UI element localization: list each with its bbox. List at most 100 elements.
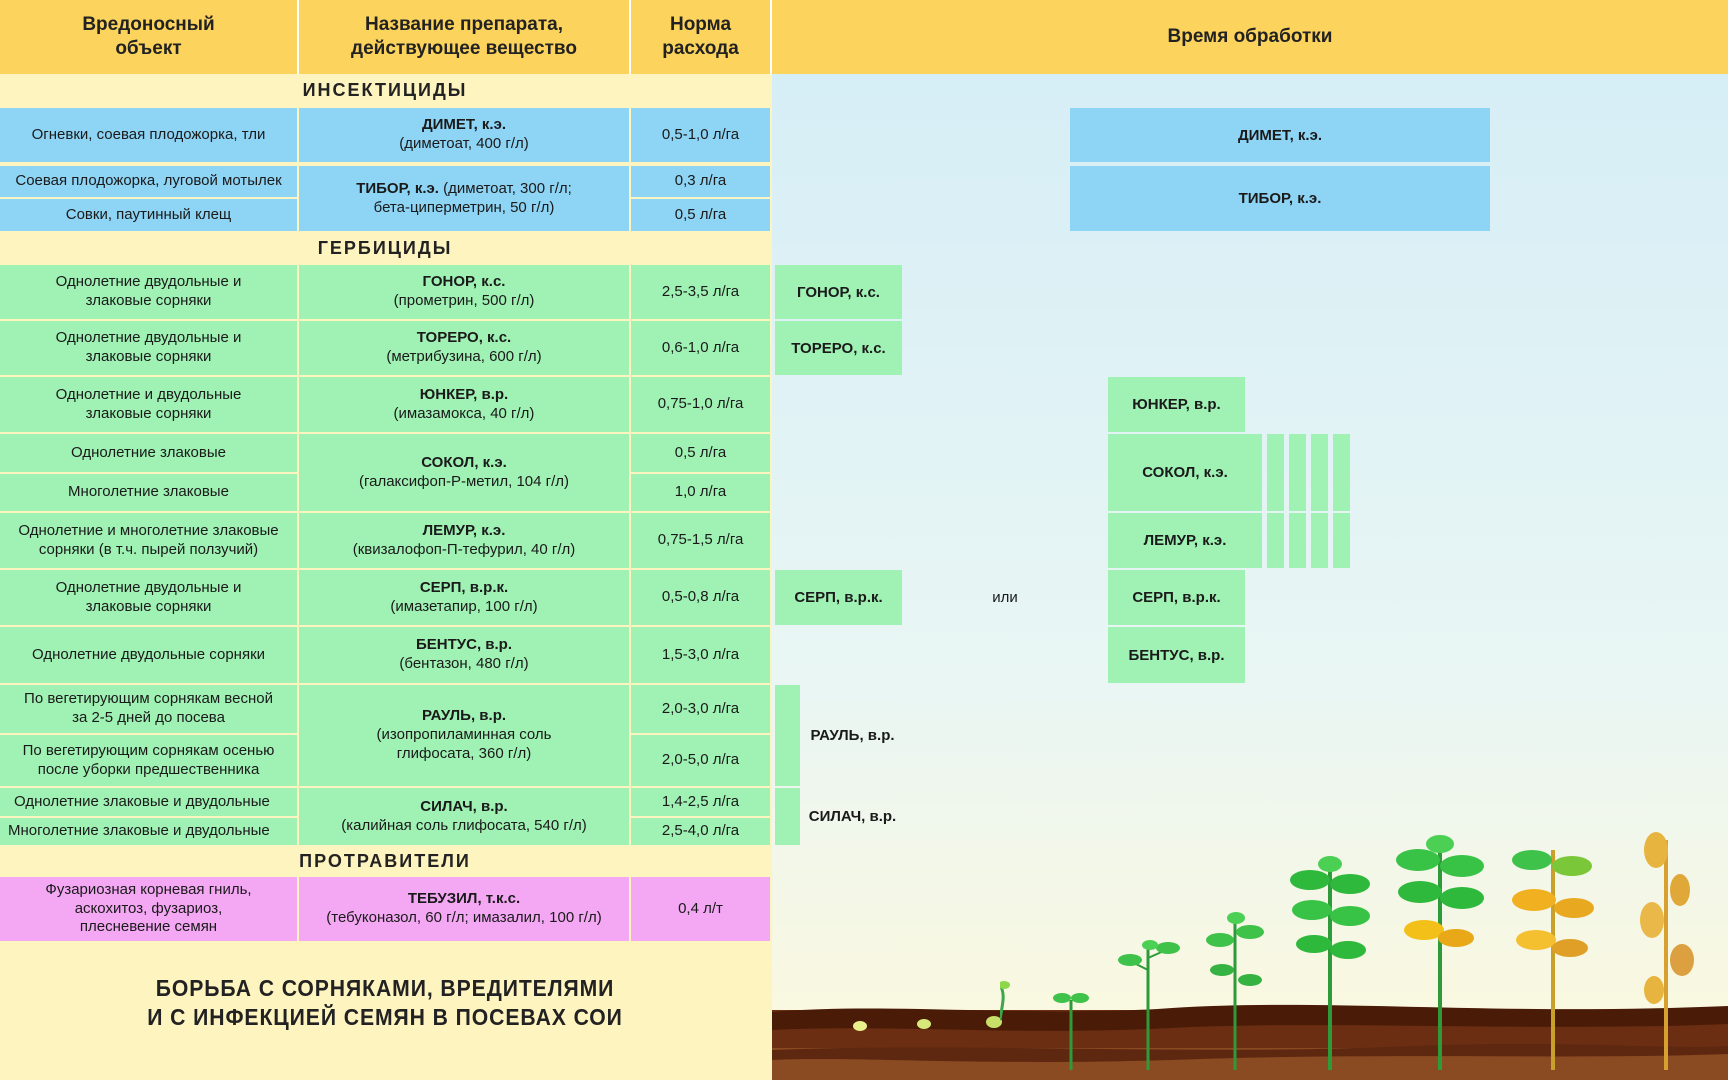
junker-product: ЮНКЕР, в.р. (имазамокса, 40 г/л) [299, 377, 629, 432]
lemur-extension-stripe [1311, 513, 1328, 568]
torero-object: Однолетние двудольные и злаковые сорняки [0, 321, 297, 375]
product-name: БЕНТУС, в.р. [416, 636, 512, 654]
title-line-2: И С ИНФЕКЦИЕЙ СЕМЯН В ПОСЕВАХ СОИ [147, 1004, 623, 1030]
timeline-bar-bentus: БЕНТУС, в.р. [1108, 627, 1245, 683]
product-name: СИЛАЧ, в.р. [420, 797, 508, 815]
dimet-object: Огневки, соевая плодожорка, тли [0, 108, 297, 162]
raul-object-1: По вегетирующим сорнякам весной за 2-5 д… [0, 685, 297, 733]
timeline-bar-lemur: ЛЕМУР, к.э. [1108, 513, 1262, 568]
tibor-rate-1: 0,3 л/га [631, 166, 770, 197]
lemur-extension-stripe [1289, 513, 1306, 568]
soil-illustration [772, 1004, 1728, 1080]
lemur-extension-stripe [1333, 513, 1350, 568]
tibor-object-2: Совки, паутинный клещ [0, 199, 297, 231]
header-product: Название препарата, действующее вещество [351, 14, 577, 59]
raul-object-2: По вегетирующим сорнякам осенью после уб… [0, 735, 297, 786]
silach-object-1: Однолетние злаковые и двудольные [0, 788, 297, 816]
product-substance: глифосата, 360 г/л) [396, 744, 532, 762]
timeline-bar-raul-label: РАУЛЬ, в.р. [810, 727, 895, 744]
junker-rate: 0,75-1,0 л/га [631, 377, 770, 432]
product-substance: (имазамокса, 40 г/л) [393, 404, 535, 422]
silach-object-2: Многолетние злаковые и двудольные [0, 818, 297, 845]
product-name: СОКОЛ, к.э. [421, 453, 507, 471]
product-substance: (прометрин, 500 г/л) [393, 292, 535, 309]
product-substance: (тебуконазол, 60 г/л; имазалил, 100 г/л) [326, 909, 602, 926]
product-name: ГОНОР, к.с. [422, 273, 506, 291]
serp-rate: 0,5-0,8 л/га [631, 570, 770, 625]
torero-rate: 0,6-1,0 л/га [631, 321, 770, 375]
section-herbicides: ГЕРБИЦИДЫ [317, 237, 453, 258]
dimet-product: ДИМЕТ, к.э. (диметоат, 400 г/л) [299, 108, 629, 162]
timeline-bar-tibor: ТИБОР, к.э. [1070, 166, 1490, 231]
sokol-extension-stripe [1289, 434, 1306, 511]
title-line-1: БОРЬБА С СОРНЯКАМИ, ВРЕДИТЕЛЯМИ [155, 975, 615, 1001]
lemur-rate: 0,75-1,5 л/га [631, 513, 770, 568]
product-name: ТОРЕРО, к.с. [416, 329, 512, 347]
header-divider [297, 0, 299, 74]
silach-product: СИЛАЧ, в.р. (калийная соль глифосата, 54… [299, 788, 629, 845]
poster-title: БОРЬБА С СОРНЯКАМИ, ВРЕДИТЕЛЯМИ И С ИНФЕ… [68, 974, 703, 1032]
product-name: ТЕБУЗИЛ, т.к.с. [407, 890, 521, 908]
sokol-rate-2: 1,0 л/га [631, 474, 770, 511]
product-substance: (калийная соль глифосата, 540 г/л) [341, 816, 587, 834]
junker-object: Однолетние и двудольные злаковые сорняки [0, 377, 297, 432]
sokol-rate-1: 0,5 л/га [631, 434, 770, 472]
timeline-bar-raul-marker [775, 685, 800, 786]
product-substance: (диметоат, 300 г/л; [443, 179, 572, 197]
header-rate: Норма расхода [662, 14, 739, 59]
timeline-bar-silach-marker [775, 788, 800, 845]
header-divider [629, 0, 631, 74]
timeline-bar-serp-late: СЕРП, в.р.к. [1108, 570, 1245, 625]
timeline-bar-gonor: ГОНОР, к.с. [775, 265, 902, 319]
sokol-object-2: Многолетние злаковые [0, 474, 297, 511]
timeline-or-label: или [992, 589, 1018, 606]
gonor-object: Однолетние двудольные и злаковые сорняки [0, 265, 297, 319]
bentus-rate: 1,5-3,0 л/га [631, 627, 770, 683]
tibor-object-1: Соевая плодожорка, луговой мотылек [0, 166, 297, 197]
timeline-bar-torero: ТОРЕРО, к.с. [775, 321, 902, 375]
product-substance: (имазетапир, 100 г/л) [390, 597, 538, 615]
product-substance: (галаксифоп-Р-метил, 104 г/л) [358, 472, 570, 490]
product-substance: (метрибузина, 600 г/л) [386, 348, 542, 365]
timeline-bar-sokol: СОКОЛ, к.э. [1108, 434, 1262, 511]
sokol-extension-stripe [1311, 434, 1328, 511]
torero-product: ТОРЕРО, к.с. (метрибузина, 600 г/л) [299, 321, 629, 375]
product-name: РАУЛЬ, в.р. [421, 707, 507, 725]
sokol-product: СОКОЛ, к.э. (галаксифоп-Р-метил, 104 г/л… [299, 434, 629, 511]
tebuzil-object: Фузариозная корневая гниль, аскохитоз, ф… [0, 877, 297, 941]
tebuzil-rate: 0,4 л/т [631, 877, 770, 941]
header-divider [770, 0, 772, 74]
soy-plants-illustration [1000, 832, 1694, 1070]
silach-rate-1: 1,4-2,5 л/га [631, 788, 770, 816]
tebuzil-product: ТЕБУЗИЛ, т.к.с. (тебуконазол, 60 г/л; им… [299, 877, 629, 941]
dimet-rate: 0,5-1,0 л/га [631, 108, 770, 162]
section-seed-treatments: ПРОТРАВИТЕЛИ [299, 850, 471, 871]
gonor-product: ГОНОР, к.с. (прометрин, 500 г/л) [299, 265, 629, 319]
sokol-extension-stripe [1267, 434, 1284, 511]
timeline-bar-silach-label: СИЛАЧ, в.р. [808, 808, 897, 825]
product-name: ЮНКЕР, в.р. [419, 385, 509, 403]
timeline-bar-serp-early: СЕРП, в.р.к. [775, 570, 902, 625]
tibor-rate-2: 0,5 л/га [631, 199, 770, 231]
table-header [0, 0, 1728, 74]
product-substance: (квизалофоп-П-тефурил, 40 г/л) [352, 540, 576, 558]
product-name: СЕРП, в.р.к. [419, 578, 509, 596]
product-substance: (изопропиламинная соль [376, 726, 552, 744]
product-substance: (диметоат, 400 г/л) [399, 135, 529, 152]
tibor-product: ТИБОР, к.э. (диметоат, 300 г/л; бета-цип… [299, 166, 629, 231]
serp-product: СЕРП, в.р.к. (имазетапир, 100 г/л) [299, 570, 629, 625]
bentus-product: БЕНТУС, в.р. (бентазон, 480 г/л) [299, 627, 629, 683]
bentus-object: Однолетние двудольные сорняки [0, 627, 297, 683]
product-name: ТИБОР, к.э. [356, 179, 439, 197]
lemur-product: ЛЕМУР, к.э. (квизалофоп-П-тефурил, 40 г/… [299, 513, 629, 568]
sokol-object-1: Однолетние злаковые [0, 434, 297, 472]
raul-rate-1: 2,0-3,0 л/га [631, 685, 770, 733]
serp-object: Однолетние двудольные и злаковые сорняки [0, 570, 297, 625]
product-name: ЛЕМУР, к.э. [422, 521, 506, 539]
sokol-extension-stripe [1333, 434, 1350, 511]
product-name: ДИМЕТ, к.э. [421, 116, 507, 134]
lemur-object: Однолетние и многолетние злаковые сорняк… [0, 513, 297, 568]
timeline-bar-dimet: ДИМЕТ, к.э. [1070, 108, 1490, 162]
product-substance: (бентазон, 480 г/л) [399, 655, 529, 672]
header-object: Вредоносный объект [82, 14, 215, 59]
